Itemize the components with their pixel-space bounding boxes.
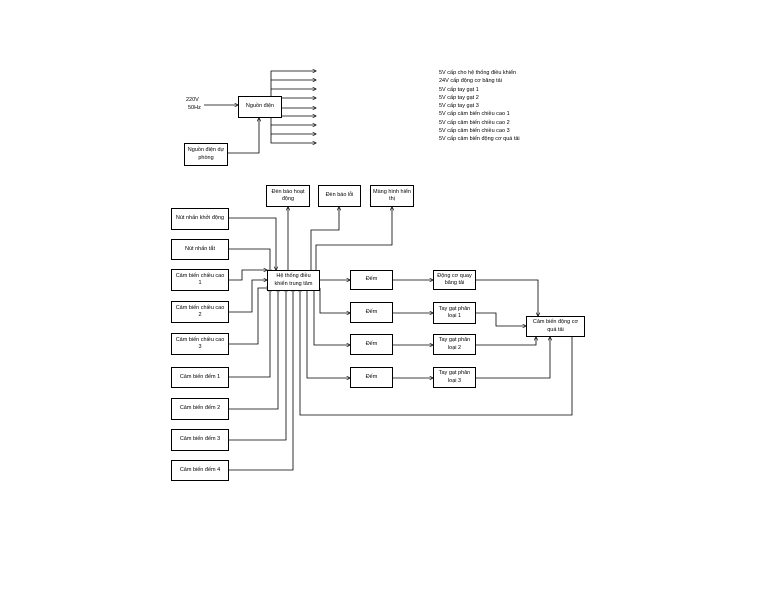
legend-item: 24V cấp động cơ băng tải bbox=[439, 78, 502, 85]
count-sensor-2-box: Cảm biến đếm 2 bbox=[171, 398, 229, 420]
conveyor-motor-box: Động cơ quay băng tải bbox=[433, 270, 476, 290]
arrow-to-error-led bbox=[310, 207, 339, 270]
stop-button-box: Nút nhấn tắt bbox=[171, 239, 229, 260]
central-controller-box: Hệ thống điều khiển trung tâm bbox=[267, 270, 320, 291]
arrow-count-3 bbox=[229, 288, 286, 441]
legend-item: 5V cấp cảm biến động cơ quá tải bbox=[439, 136, 520, 143]
legend-item: 5V cấp tay gạt 1 bbox=[439, 86, 479, 93]
error-led-box: Đèn báo lỗi bbox=[318, 185, 361, 207]
counter-box-2: Đếm bbox=[350, 302, 393, 323]
counter-box-3: Đếm bbox=[350, 334, 393, 355]
arrow-count-1 bbox=[229, 288, 270, 378]
height-sensor-2-box: Cảm biến chiều cao 2 bbox=[171, 301, 229, 323]
arrow-count-4 bbox=[229, 288, 293, 471]
arrow-height-3 bbox=[229, 288, 270, 345]
backup-power-box: Nguồn điện dự phòng bbox=[184, 143, 228, 166]
arrow-backup-to-source bbox=[228, 118, 259, 154]
status-led-box: Đèn báo hoạt động bbox=[266, 185, 310, 207]
legend-item: 5V cấp tay gạt 2 bbox=[439, 94, 479, 101]
overload-sensor-box: Cảm biến động cơ quá tải bbox=[526, 316, 585, 337]
display-box: Màng hình hiển thị bbox=[370, 185, 414, 207]
power-supply-legend: 5V cấp cho hệ thống điều khiển 24V cấp đ… bbox=[439, 69, 520, 144]
start-button-box: Nút nhấn khởi động bbox=[171, 208, 229, 230]
counter-box-4: Đếm bbox=[350, 367, 393, 388]
count-sensor-4-box: Cảm biến đếm 4 bbox=[171, 460, 229, 481]
sorting-arm-3-box: Tay gạt phân loại 3 bbox=[433, 367, 476, 388]
arrow-height-2 bbox=[229, 280, 267, 313]
arrow-stop bbox=[229, 248, 270, 273]
legend-item: 5V cấp cho hệ thống điều khiển bbox=[439, 70, 517, 76]
arrow-to-display bbox=[315, 207, 392, 270]
arrow-ctrl-counter-4 bbox=[306, 288, 350, 378]
legend-item: 5V cấp cảm biến chiều cao 1 bbox=[439, 111, 510, 118]
arrow-arm1-overload bbox=[476, 312, 526, 326]
arrow-supply-5 bbox=[270, 108, 316, 143]
input-voltage-label: 220V bbox=[186, 97, 199, 103]
arrow-ctrl-counter-3 bbox=[313, 288, 350, 345]
arrow-start bbox=[229, 217, 276, 270]
height-sensor-1-box: Cảm biến chiều cao 1 bbox=[171, 269, 229, 291]
legend-item: 5V cấp cảm biến chiều cao 3 bbox=[439, 128, 510, 135]
input-frequency-label: 50Hz bbox=[188, 105, 201, 111]
count-sensor-3-box: Cảm biến đếm 3 bbox=[171, 429, 229, 451]
arrow-count-2 bbox=[229, 288, 278, 410]
arrow-supply-1 bbox=[270, 71, 316, 102]
sorting-arm-2-box: Tay gạt phân loại 2 bbox=[433, 334, 476, 355]
arrow-height-1 bbox=[229, 270, 267, 281]
height-sensor-3-box: Cảm biến chiều cao 3 bbox=[171, 333, 229, 355]
power-source-box: Nguồn điện bbox=[238, 96, 282, 118]
legend-item: 5V cấp tay gạt 3 bbox=[439, 103, 479, 110]
arrow-ctrl-counter-2 bbox=[319, 288, 350, 313]
arrow-motor-overload bbox=[476, 279, 538, 316]
arrow-arm2-overload bbox=[476, 337, 536, 346]
arrow-arm3-overload bbox=[476, 337, 550, 379]
count-sensor-1-box: Cảm biến đếm 1 bbox=[171, 367, 229, 388]
legend-item: 5V cấp cảm biến chiều cao 2 bbox=[439, 119, 510, 126]
counter-box-1: Đếm bbox=[350, 270, 393, 290]
sorting-arm-1-box: Tay gạt phân loại 1 bbox=[433, 302, 476, 324]
arrow-overload-feedback bbox=[300, 288, 573, 416]
